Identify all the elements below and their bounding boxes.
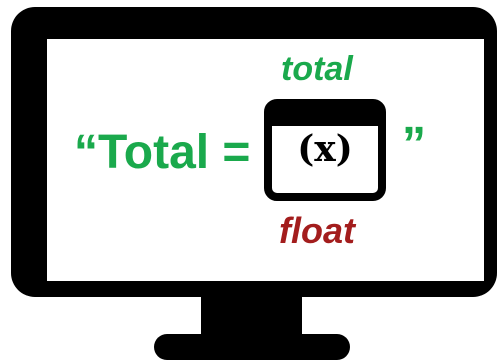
statement-close-quote: ” xyxy=(402,118,426,171)
monitor-stand-neck xyxy=(201,296,302,338)
variable-value: (x) xyxy=(297,128,353,170)
statement-open-text: “Total = xyxy=(74,126,251,179)
monitor-stand-base xyxy=(154,334,350,360)
variable-type-label: float xyxy=(279,210,355,251)
variable-box-title-bar xyxy=(272,107,378,126)
variable-name-label: total xyxy=(281,50,353,88)
variable-box-icon: (x) xyxy=(264,99,386,201)
